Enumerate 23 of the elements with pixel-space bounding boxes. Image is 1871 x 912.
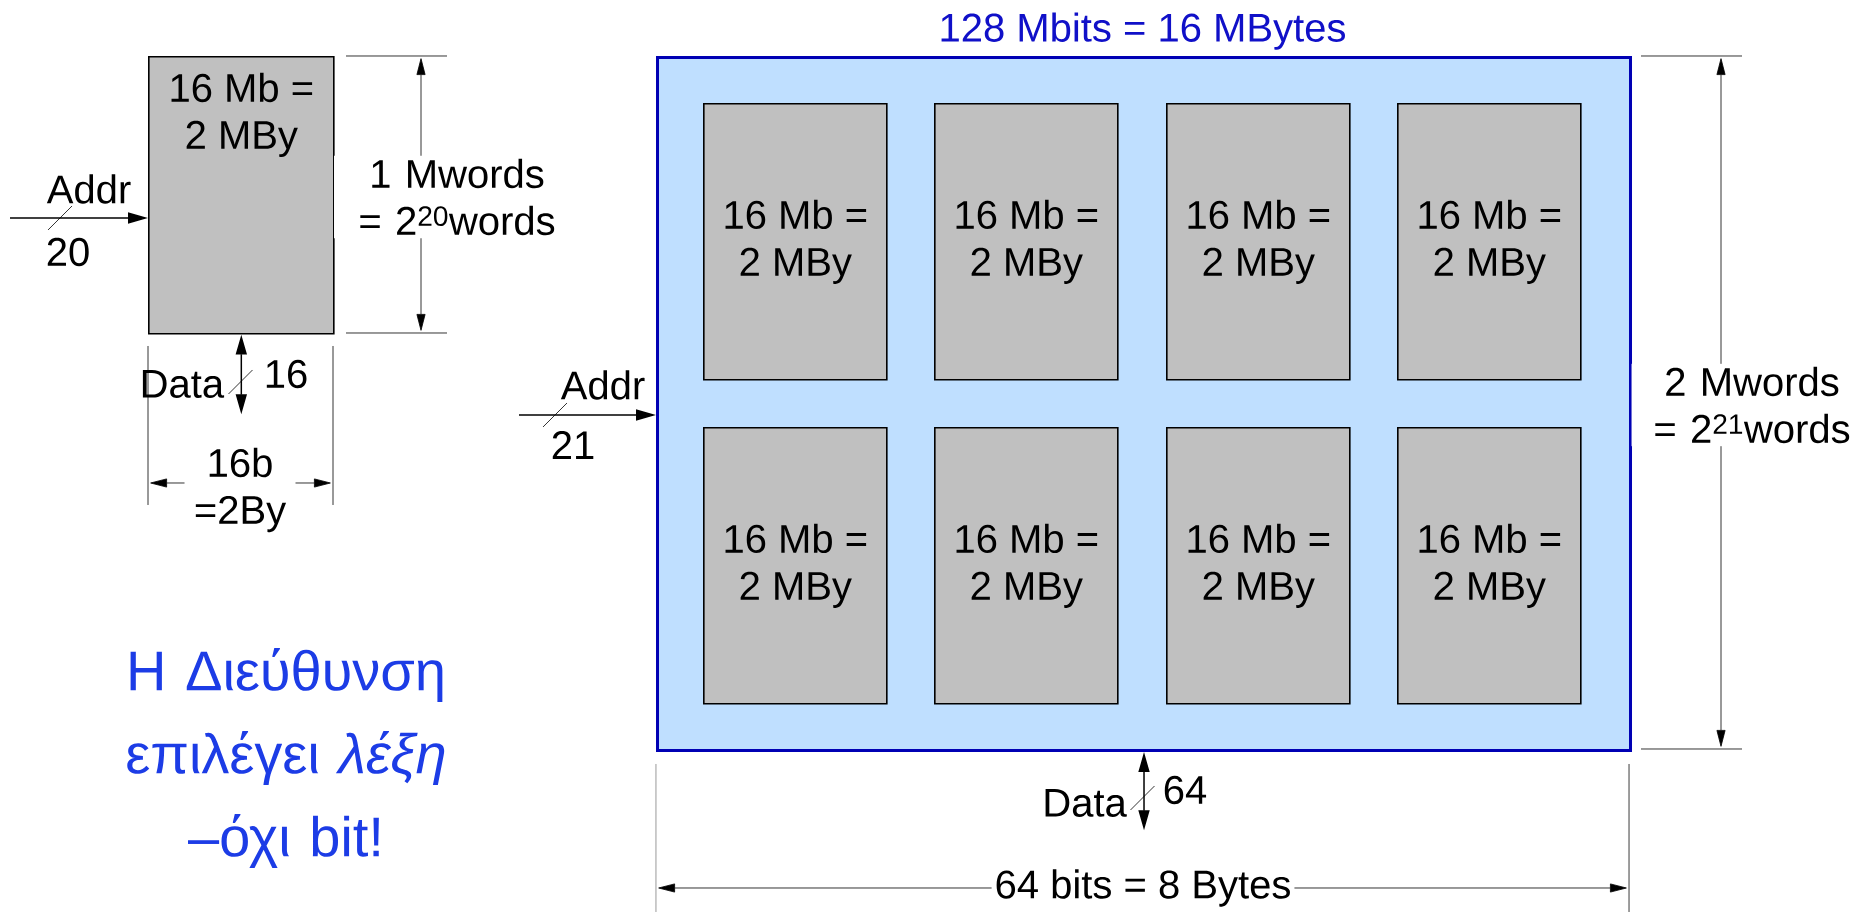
bus-width: 20 bbox=[47, 237, 89, 267]
signal-name: Addr bbox=[560, 370, 645, 400]
dimension-label: 2 Mwords = 2$^{21}$words bbox=[1631, 363, 1871, 447]
signal-name: Data bbox=[1045, 789, 1127, 817]
signal-name: Addr bbox=[46, 174, 131, 204]
memory-chip-box: 16 Mb = 2 MBy bbox=[1166, 427, 1351, 705]
node-label: 128 Mbits = 16 MBytes bbox=[941, 12, 1345, 50]
memory-chip-box: 16 Mb = 2 MBy bbox=[148, 56, 335, 335]
memory-chip-box: 16 Mb = 2 MBy bbox=[703, 427, 888, 705]
bus-width: 16 bbox=[266, 359, 307, 389]
note: Η Διεύθυνση επιλέγει λέξη –όχι bit! bbox=[127, 648, 445, 868]
memory-chip-box: 16 Mb = 2 MBy bbox=[934, 103, 1119, 381]
bus-width: 64 bbox=[1164, 775, 1207, 805]
dimension-label: 1 Mwords = 2$^{20}$words bbox=[334, 155, 580, 239]
memory-chip-box: 16 Mb = 2 MBy bbox=[1397, 103, 1582, 381]
bus-width: 21 bbox=[552, 431, 594, 459]
signal-name: Data bbox=[142, 370, 225, 398]
dimension-label: 16b =2By bbox=[184, 444, 296, 536]
memory-chip-box: 16 Mb = 2 MBy bbox=[703, 103, 888, 381]
memory-chip-box: 16 Mb = 2 MBy bbox=[1397, 427, 1582, 705]
memory-chip-box: 16 Mb = 2 MBy bbox=[934, 427, 1119, 705]
dimension-label: 64 bits = 8 Bytes bbox=[991, 866, 1295, 910]
memory-chip-box: 16 Mb = 2 MBy bbox=[1166, 103, 1351, 381]
